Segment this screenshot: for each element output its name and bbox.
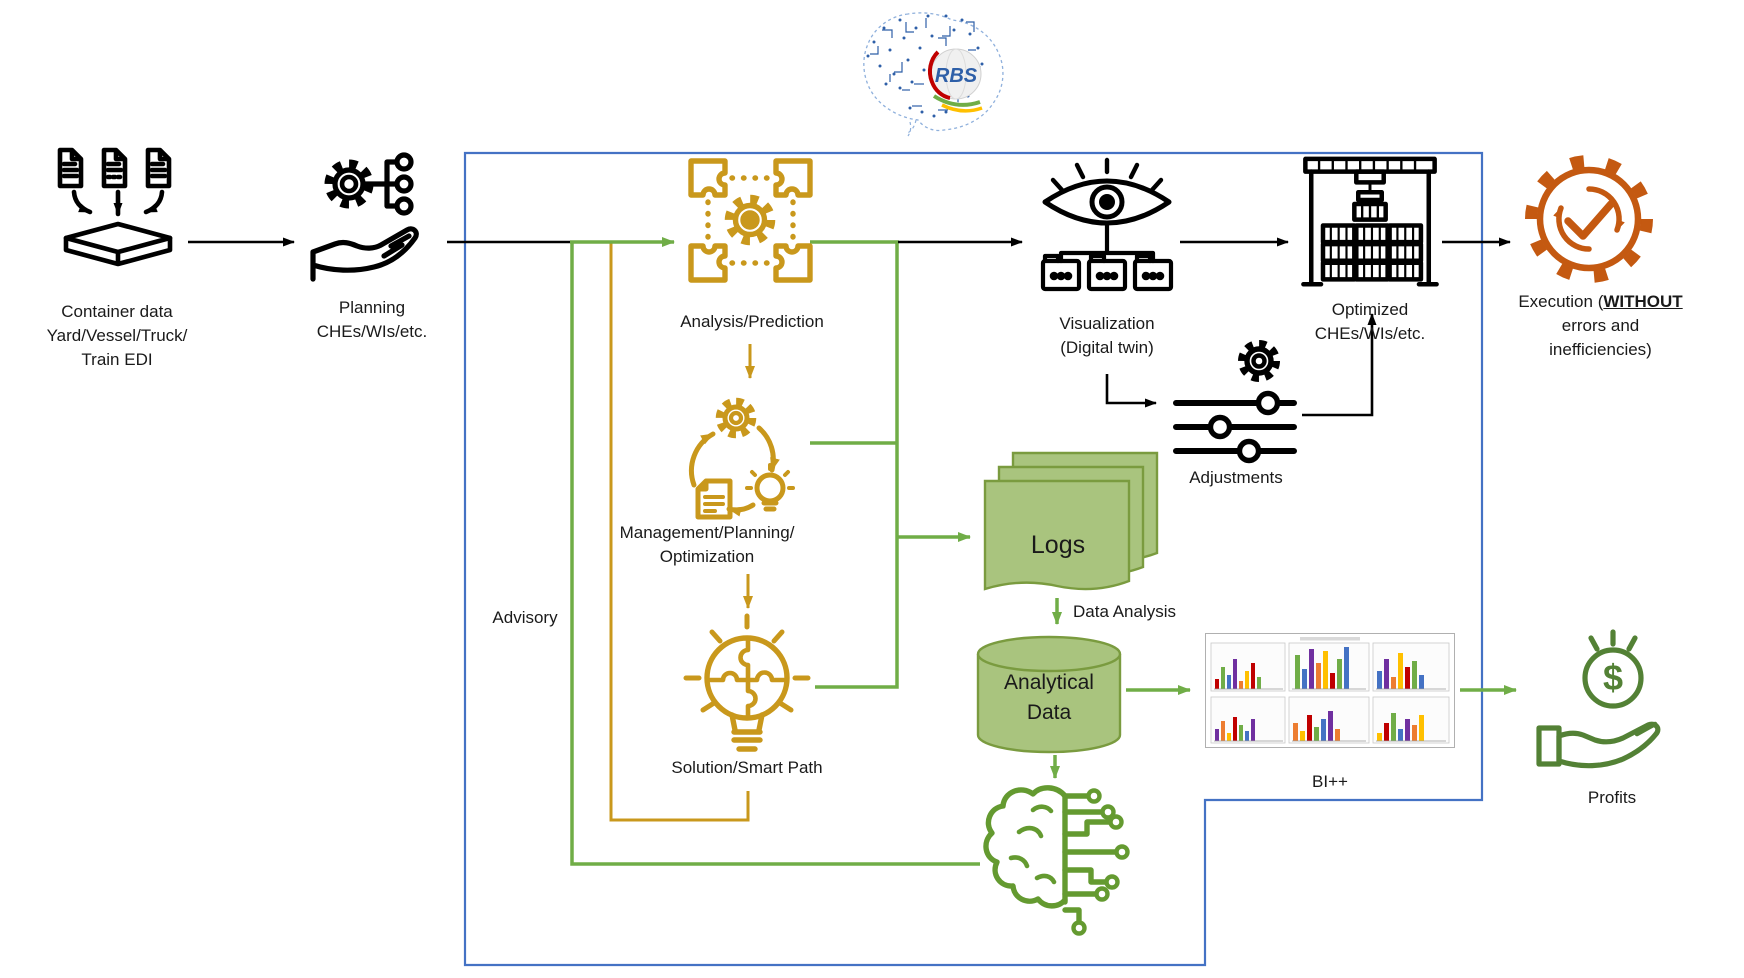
logs-shape (983, 451, 1159, 598)
rays (683, 613, 811, 713)
adjustments-to-optimized-arrow (1302, 313, 1377, 417)
center-gear (724, 194, 776, 246)
folder-nodes (1040, 253, 1174, 292)
connector-tree (1058, 221, 1156, 264)
ai-brain-circuit-icon (975, 782, 1137, 936)
planning-label: Planning CHEs/WIs/etc. (316, 298, 428, 342)
pupil (1099, 194, 1115, 210)
management-label: Management/Planning/ Optimization (619, 523, 795, 567)
document (695, 478, 733, 520)
brain-folds (1008, 804, 1057, 885)
analysis-label: Analysis/Prediction (680, 312, 824, 331)
logs-label: Logs (1030, 531, 1086, 559)
data-analysis-label: Data Analysis (1073, 602, 1176, 621)
rays (1588, 629, 1638, 652)
profits-hand-coin-icon: $ (1535, 629, 1690, 780)
puzzle-seams (705, 635, 789, 720)
cycle-arrow-left (726, 502, 756, 517)
optimized-label: Optimized CHEs/WIs/etc. (1314, 300, 1426, 344)
gear (715, 397, 757, 439)
management-cycle-icon (658, 393, 813, 523)
collection-box (63, 221, 173, 267)
solution-label: Solution/Smart Path (671, 758, 823, 777)
planning-icon (305, 148, 440, 283)
lightbulb (745, 463, 795, 512)
iris (1089, 184, 1125, 220)
bulb-base (729, 712, 765, 752)
analytical-data-label: Analytical Data (1004, 671, 1094, 724)
cycle-arrow-up (689, 431, 716, 488)
visualization-label: Visualization (Digital twin) (1059, 314, 1155, 358)
hierarchy-fork (362, 152, 414, 216)
circuit-traces (1062, 793, 1118, 924)
solution-lightbulb-icon (672, 610, 822, 765)
logo-red-swoosh (927, 50, 951, 100)
profits-label: Profits (1587, 788, 1637, 807)
containers (1320, 201, 1424, 282)
dollar-glyph: $ (1603, 657, 1623, 698)
logo-text: RBS (935, 65, 978, 87)
bi-dashboard-thumbnail (1205, 633, 1455, 748)
collector-line (810, 240, 899, 689)
document-sheets (57, 147, 172, 189)
eye-outline (1042, 178, 1172, 226)
logo-yellow-swoosh (941, 103, 983, 113)
crane-legs (1301, 169, 1439, 287)
eye-lashes (1050, 157, 1164, 193)
adjustments-sliders-icon (1170, 333, 1300, 465)
circuit-nodes (1071, 788, 1130, 936)
trolley (1354, 169, 1386, 185)
visualization-to-adjustments-arrow (1105, 374, 1157, 408)
sliders (1173, 390, 1297, 464)
solution-feedback-loop-line (609, 243, 750, 822)
refresh-arrow-2 (1553, 205, 1592, 252)
puzzle-pieces (688, 158, 813, 283)
bi-mini-bars (1215, 647, 1424, 741)
advisory-line-to-brain (570, 243, 980, 866)
optimized-crane-icon (1300, 155, 1440, 297)
system-boundary-box (463, 151, 1484, 967)
analysis-prediction-icon (688, 158, 813, 283)
advisory-label: Advisory (492, 608, 558, 627)
execution-gear-check-icon (1518, 148, 1660, 290)
execution-label: Execution (WITHOUT errors and inefficien… (1498, 290, 1703, 362)
check-mark (1564, 200, 1615, 240)
execution-emphasis: WITHOUT (1603, 292, 1683, 311)
container-data-icon (52, 147, 184, 276)
analytical-data-cylinder (975, 635, 1123, 759)
logo-green-swoosh (932, 94, 981, 107)
visualization-eye-icon (1037, 157, 1177, 306)
bi-label: BI++ (1312, 772, 1348, 791)
execution-rest: errors and inefficiencies) (1549, 316, 1652, 360)
open-hand (310, 226, 419, 282)
coin (1582, 647, 1644, 709)
gear-ring (1536, 166, 1642, 272)
gear (1238, 340, 1280, 382)
cuff (1536, 725, 1562, 767)
container-data-label: Container data Yard/Vessel/Truck/ Train … (46, 302, 188, 370)
rbs-brain-circuit-icon: RBS (863, 12, 1004, 137)
cycle-arrow-down (756, 425, 780, 473)
brain-outline (983, 785, 1068, 909)
execution-prefix: Execution ( (1518, 292, 1604, 311)
adjustments-label: Adjustments (1189, 468, 1283, 487)
gear-teeth (1525, 155, 1653, 283)
rbs-logo: RBS (850, 4, 1020, 139)
